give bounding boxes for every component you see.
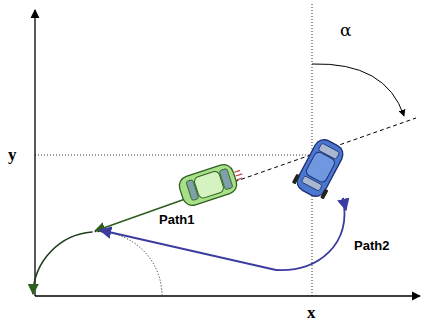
- angle-arc: [312, 64, 404, 116]
- path1-arc: [33, 232, 92, 294]
- path-label: Path1: [158, 212, 195, 227]
- path2-arc: [276, 198, 344, 270]
- green-car: [177, 160, 247, 208]
- path-label: Path2: [353, 238, 390, 253]
- y-axis: [34, 10, 35, 296]
- path2-line: [100, 230, 276, 270]
- heading-line: [228, 118, 416, 184]
- axis-label: y: [8, 145, 17, 165]
- angle-label: α: [340, 20, 351, 40]
- x-axis: [35, 295, 420, 296]
- axis-label: x: [307, 303, 316, 323]
- blue-car: [291, 135, 349, 201]
- path2-head: [343, 198, 346, 210]
- guide-line: [35, 155, 312, 156]
